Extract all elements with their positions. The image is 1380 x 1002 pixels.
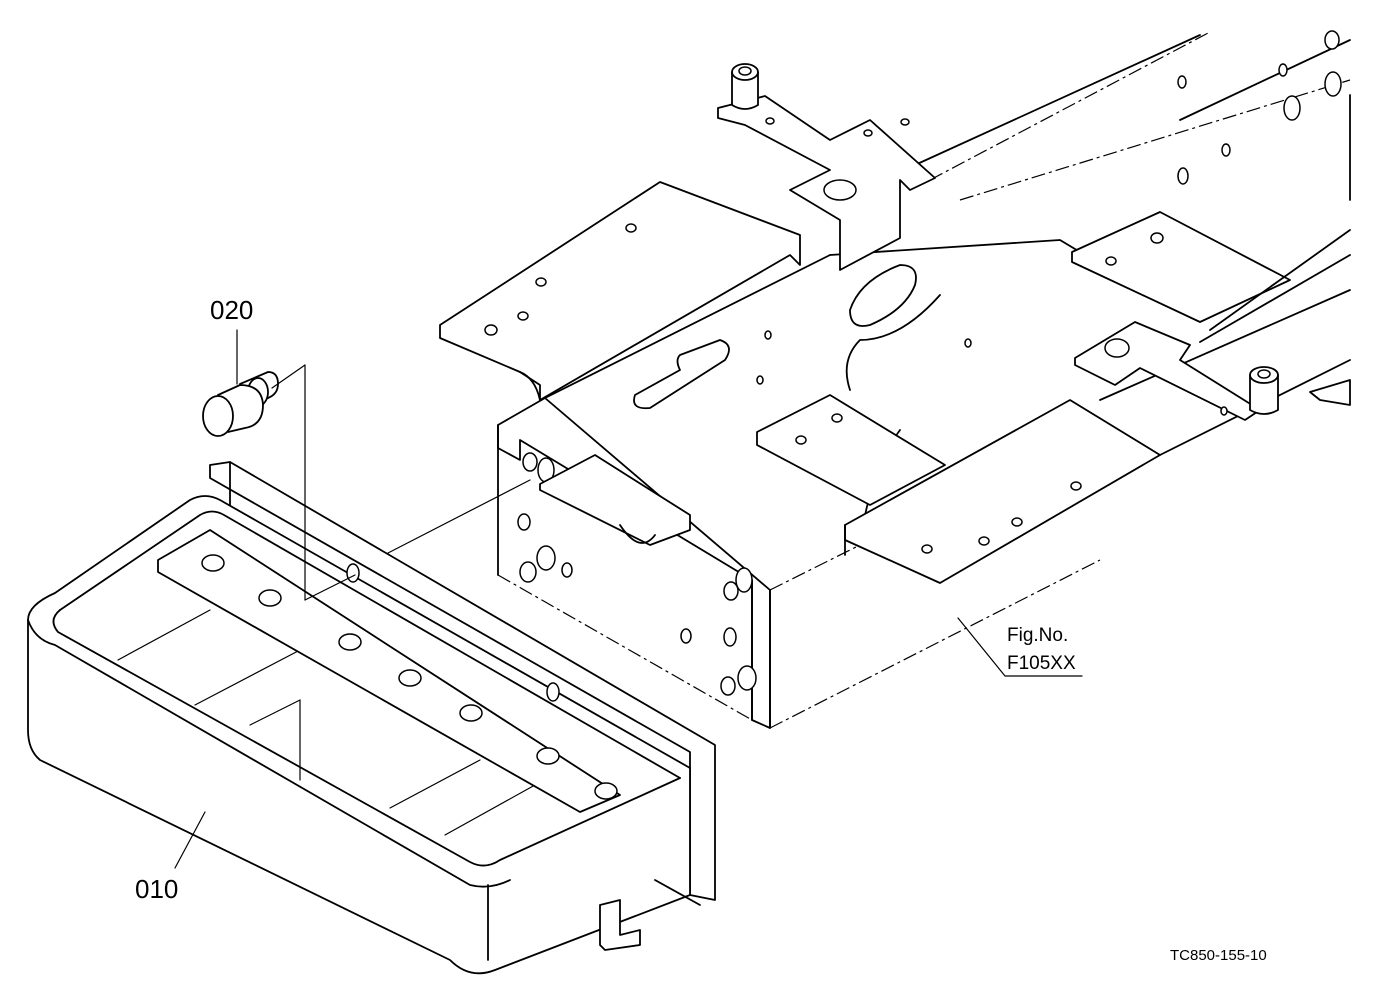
assembly-lines xyxy=(174,329,1083,869)
label-part-010: 010 xyxy=(135,874,178,904)
label-fig-no: Fig.No. xyxy=(1007,625,1068,646)
part-010-step xyxy=(27,461,716,975)
main-frame-assembly xyxy=(439,30,1351,729)
label-part-020: 020 xyxy=(210,295,253,325)
part-020-bolt xyxy=(202,371,279,437)
label-drawing-code: TC850-155-10 xyxy=(1170,947,1267,964)
label-fig-ref: F105XX xyxy=(1007,653,1076,674)
